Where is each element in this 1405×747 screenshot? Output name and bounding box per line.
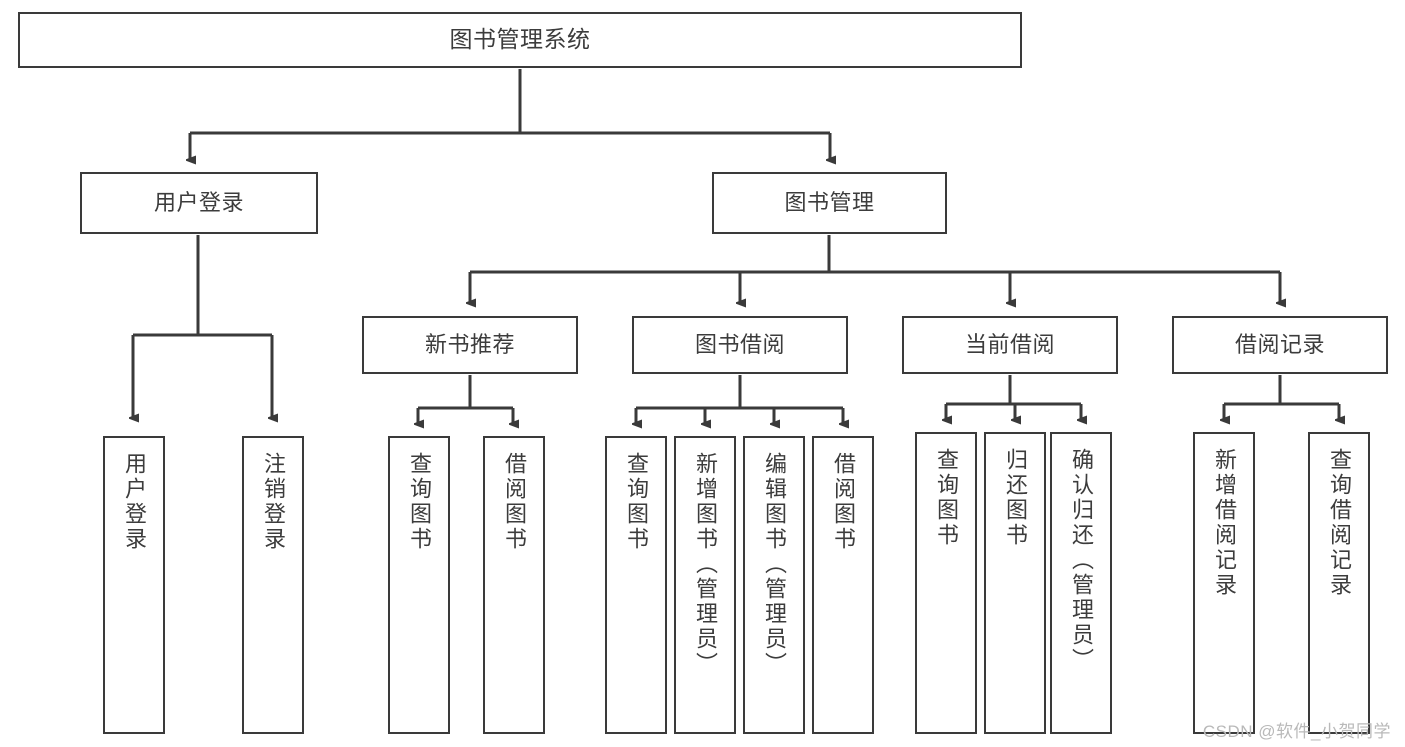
leaf-query-book-current[interactable]: 查询图书 [915,432,977,734]
node-book-management[interactable]: 图书管理 [712,172,947,234]
leaf-label: 新增图书（管理员） [693,452,718,677]
leaf-query-borrow-record[interactable]: 查询借阅记录 [1308,432,1370,734]
leaf-user-logout[interactable]: 注销登录 [242,436,304,734]
node-root-book-management-system[interactable]: 图书管理系统 [18,12,1022,68]
watermark-text: CSDN @软件_小贺同学 [1202,722,1391,741]
node-book-borrow[interactable]: 图书借阅 [632,316,848,374]
leaf-label: 注销登录 [261,452,286,552]
leaf-label: 编辑图书（管理员） [762,452,787,677]
node-user-login[interactable]: 用户登录 [80,172,318,234]
leaf-label: 用户登录 [122,452,147,552]
leaf-label: 新增借阅记录 [1212,448,1237,598]
leaf-query-book-borrow[interactable]: 查询图书 [605,436,667,734]
leaf-label: 借阅图书 [831,452,856,552]
leaf-query-book-recommend[interactable]: 查询图书 [388,436,450,734]
node-label: 新书推荐 [424,331,515,357]
leaf-label: 查询借阅记录 [1327,448,1352,598]
leaf-label: 查询图书 [934,448,959,548]
node-current-borrow[interactable]: 当前借阅 [902,316,1118,374]
node-label: 借阅记录 [1234,331,1325,357]
node-new-book-recommend[interactable]: 新书推荐 [362,316,578,374]
leaf-label: 查询图书 [407,452,432,552]
node-label: 图书管理系统 [449,26,591,53]
node-borrow-record[interactable]: 借阅记录 [1172,316,1388,374]
leaf-label: 确认归还（管理员） [1069,448,1094,673]
leaf-return-book[interactable]: 归还图书 [984,432,1046,734]
leaf-confirm-return[interactable]: 确认归还（管理员） [1050,432,1112,734]
leaf-user-login[interactable]: 用户登录 [103,436,165,734]
leaf-borrow-book[interactable]: 借阅图书 [812,436,874,734]
node-label: 图书借阅 [694,331,785,357]
node-label: 用户登录 [153,189,244,215]
leaf-add-borrow-record[interactable]: 新增借阅记录 [1193,432,1255,734]
leaf-add-book[interactable]: 新增图书（管理员） [674,436,736,734]
leaf-edit-book[interactable]: 编辑图书（管理员） [743,436,805,734]
leaf-label: 借阅图书 [502,452,527,552]
node-label: 当前借阅 [964,331,1055,357]
leaf-borrow-book-recommend[interactable]: 借阅图书 [483,436,545,734]
leaf-label: 归还图书 [1003,448,1028,548]
node-label: 图书管理 [784,189,875,215]
leaf-label: 查询图书 [624,452,649,552]
